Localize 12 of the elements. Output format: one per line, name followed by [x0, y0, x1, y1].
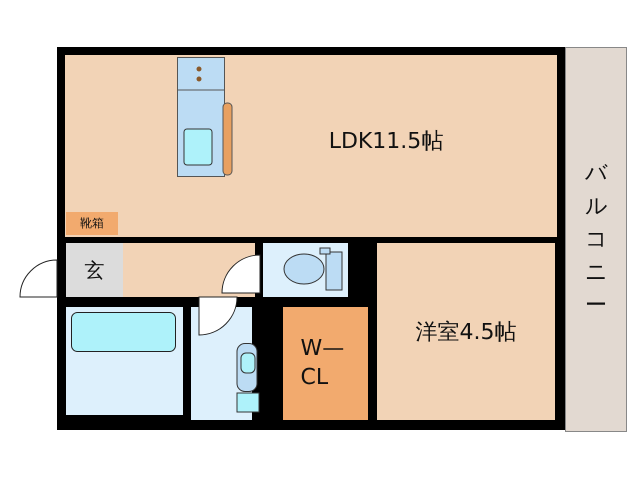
room-label: 靴箱 [80, 215, 104, 232]
room-label: バルコニー [585, 160, 607, 320]
entrance-area [66, 243, 123, 297]
room-label: W— CL [300, 334, 346, 392]
room-label: 玄 [84, 256, 104, 284]
room-area [65, 55, 557, 237]
room-label: 洋室4.5帖 [416, 318, 516, 346]
closet-area [283, 307, 368, 420]
shoe-cabinet [66, 212, 118, 235]
room-label: LDK11.5帖 [328, 128, 444, 156]
balcony-area [565, 47, 627, 432]
room-area [377, 243, 555, 420]
